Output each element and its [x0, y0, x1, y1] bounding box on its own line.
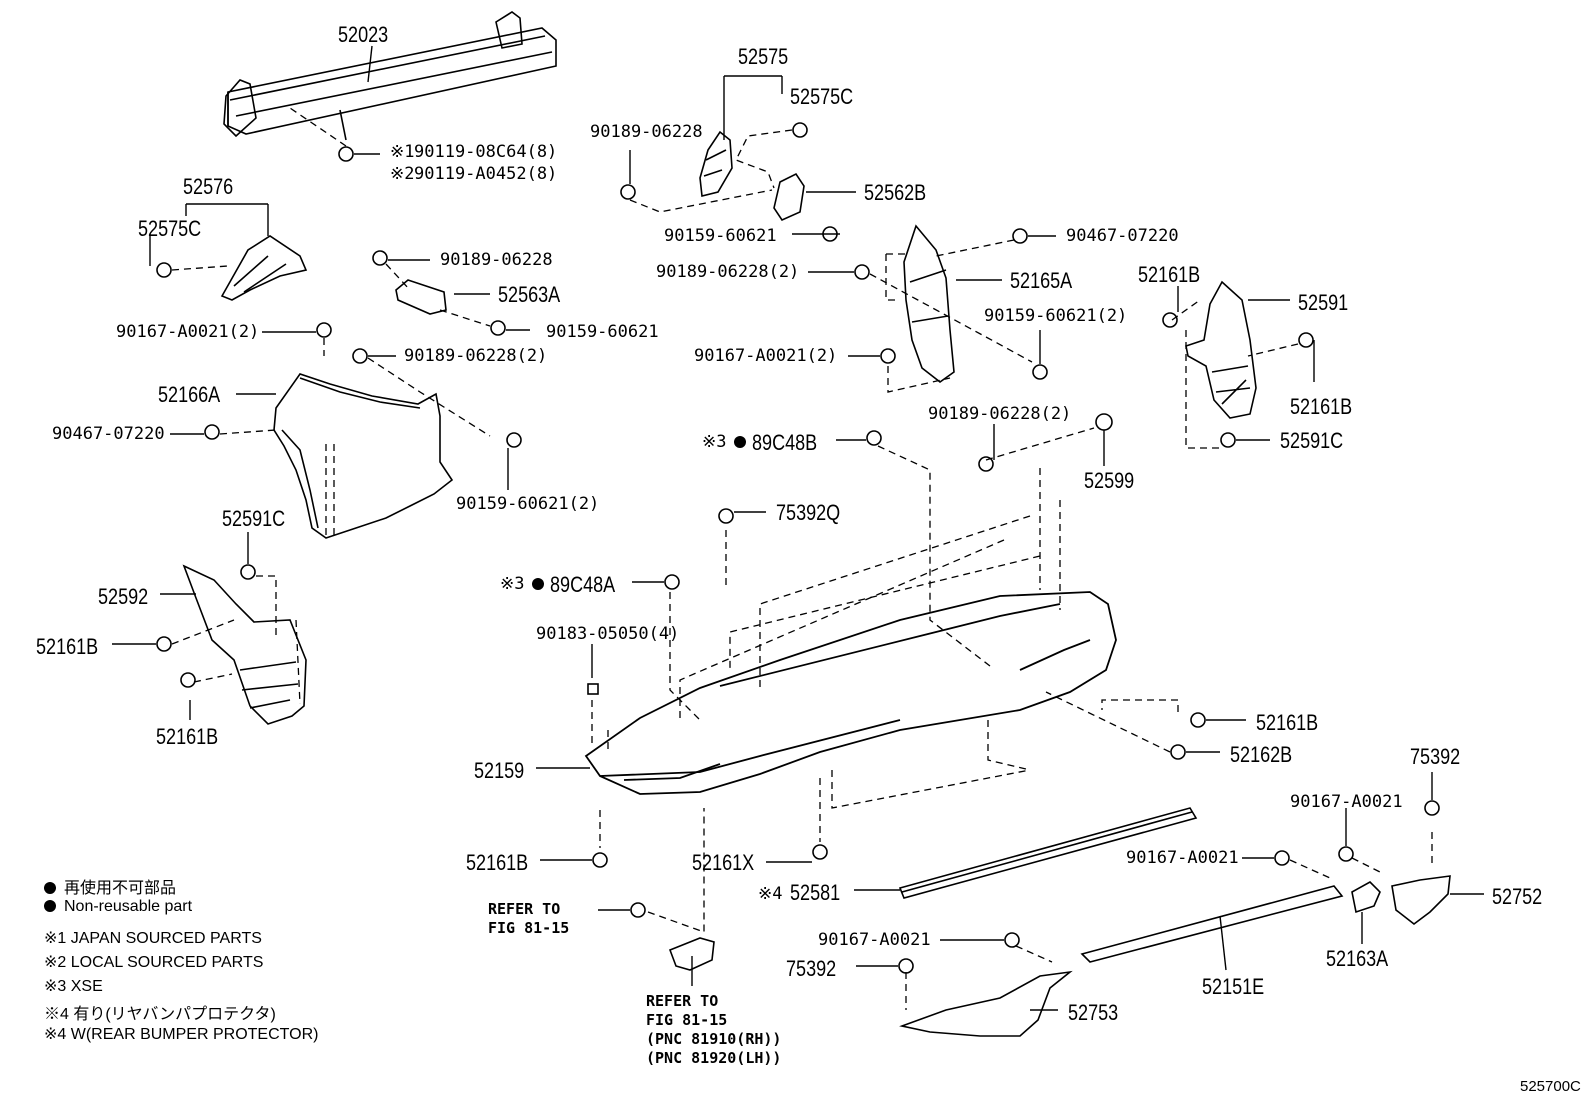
reinforcement-beam-drawing: [223, 11, 557, 141]
bumper-cover-52159-drawing: [584, 591, 1117, 795]
fastener-90189-06228-a: 90189-06228: [590, 122, 703, 142]
clip-52563A-drawing: [395, 279, 447, 315]
molding-52151E-drawing: [1080, 885, 1344, 963]
label-52591: 52591: [1298, 290, 1349, 315]
legend-note-5: ※4 W(REAR BUMPER PROTECTOR): [44, 1026, 319, 1043]
refer-line: (PNC 81920(LH)): [646, 1049, 782, 1067]
label-89C48B: 89C48B: [752, 430, 818, 455]
label-52576: 52576: [183, 174, 234, 199]
protector-52581-drawing: [898, 807, 1198, 899]
fastener-90167-A0021-a: 90167-A0021(2): [116, 322, 260, 342]
cover-52163A-drawing: [1351, 881, 1381, 914]
refer-line: (PNC 81910(RH)): [646, 1030, 782, 1048]
garnish-52752-drawing: [1391, 875, 1451, 926]
legend-note-4: ※4 有り(リヤバンパプロテクタ): [44, 1006, 276, 1023]
fastener-glyphs: [156, 122, 1440, 974]
mark-1: ※1: [390, 142, 415, 162]
fastener-90159-60621-a: 90159-60621: [664, 226, 777, 246]
fastener-90467-07220-a: 90467-07220: [52, 424, 165, 444]
legend-non-reusable-en: Non-reusable part: [44, 898, 192, 916]
label-52165A: 52165A: [1010, 268, 1073, 293]
fastener-90167-A0021-d: 90167-A0021: [1126, 848, 1239, 868]
fastener-90159-60621-d: 90159-60621(2): [984, 306, 1128, 326]
legend-non-reusable-jp: 再使用不可部品: [44, 874, 176, 898]
dashed-assembly-lines: [171, 107, 1433, 1010]
fastener-90167-A0021-c: 90167-A0021: [1290, 792, 1403, 812]
refer-line: FIG 81-15: [488, 919, 570, 937]
fastener-90167-A0021-e: 90167-A0021: [818, 930, 931, 950]
non-reusable-dot-89C48B: [734, 436, 746, 448]
label-52166A: 52166A: [158, 382, 221, 407]
legend-note-2: ※2 LOCAL SOURCED PARTS: [44, 954, 264, 971]
fastener-90467-07220-b: 90467-07220: [1066, 226, 1179, 246]
label-52161B-r2: 52161B: [1290, 394, 1353, 419]
garnish-52753-drawing: [899, 970, 1073, 1037]
fastener-90159-60621-b: 90159-60621: [546, 322, 659, 342]
bracket-52576-drawing: [220, 235, 308, 301]
label-52151E: 52151E: [1202, 974, 1265, 999]
bracket-52575-drawing: [699, 130, 805, 222]
retainer-52592-drawing: [182, 564, 307, 725]
label-75392-r: 75392: [1410, 744, 1461, 769]
refer-line: FIG 81-15: [646, 1011, 728, 1029]
reflector-drawing: [668, 937, 715, 971]
legend-text: 再使用不可部品: [64, 880, 177, 897]
label-52591C-r: 52591C: [1280, 428, 1344, 453]
label-75392Q: 75392Q: [776, 500, 841, 525]
leader-lines: [112, 45, 1484, 1011]
legend-text: Non-reusable part: [64, 898, 193, 915]
mark-3-a: ※3: [500, 574, 525, 594]
label-52161B-c: 52161B: [1256, 710, 1319, 735]
label-52752: 52752: [1492, 884, 1543, 909]
mark-4: ※4: [758, 884, 783, 904]
fastener-90189-06228-e: 90189-06228(2): [928, 404, 1072, 424]
label-52161B-l2: 52161B: [156, 724, 219, 749]
fastener-90159-60621-c: 90159-60621(2): [456, 494, 600, 514]
refer-to-fig-81-15-a: REFER TO FIG 81-15: [488, 900, 569, 938]
fastener-90189-06228-b: 90189-06228: [440, 250, 553, 270]
label-52753: 52753: [1068, 1000, 1119, 1025]
non-reusable-dot-89C48A: [532, 578, 544, 590]
refer-line: REFER TO: [646, 992, 719, 1010]
label-75392-b: 75392: [786, 956, 837, 981]
label-52163A: 52163A: [1326, 946, 1389, 971]
fastener-90119-A0452: 90119-A0452(8): [414, 164, 558, 184]
label-52575C-top: 52575C: [790, 84, 854, 109]
mark-2: ※2: [390, 164, 415, 184]
fastener-90189-06228-d: 90189-06228(2): [656, 262, 800, 282]
legend-dot: [44, 900, 56, 912]
label-52581: 52581: [790, 880, 841, 905]
refer-line: REFER TO: [488, 900, 561, 918]
label-52161B-l1: 52161B: [36, 634, 99, 659]
label-52023: 52023: [338, 22, 389, 47]
label-52575C-left: 52575C: [138, 216, 202, 241]
mark-3-b: ※3: [702, 432, 727, 452]
fastener-90167-A0021-b: 90167-A0021(2): [694, 346, 838, 366]
fastener-90189-06228-c: 90189-06228(2): [404, 346, 548, 366]
label-52592: 52592: [98, 584, 149, 609]
label-52162B: 52162B: [1230, 742, 1293, 767]
diagram-id: 525700C: [1520, 1078, 1581, 1095]
legend-dot: [44, 882, 56, 894]
label-89C48A: 89C48A: [550, 572, 616, 597]
side-retainer-52165A-drawing: [903, 224, 955, 383]
refer-to-fig-81-15-b: REFER TO FIG 81-15 (PNC 81910(RH)) (PNC …: [646, 992, 781, 1068]
label-52599: 52599: [1084, 468, 1135, 493]
legend-note-3: ※3 XSE: [44, 978, 103, 995]
fastener-90119-08C64: 90119-08C64(8): [414, 142, 558, 162]
fender-liner-52166A-drawing: [273, 373, 454, 539]
label-52563A: 52563A: [498, 282, 561, 307]
label-52575: 52575: [738, 44, 789, 69]
label-52161B-b: 52161B: [466, 850, 529, 875]
legend-note-1: ※1 JAPAN SOURCED PARTS: [44, 930, 262, 947]
label-52159: 52159: [474, 758, 525, 783]
retainer-52591-drawing: [1185, 280, 1257, 419]
label-52562B: 52562B: [864, 180, 927, 205]
label-52591C-l: 52591C: [222, 506, 286, 531]
label-52161X: 52161X: [692, 850, 755, 875]
label-52161B-r1: 52161B: [1138, 262, 1201, 287]
fastener-90183-05050: 90183-05050(4): [536, 624, 680, 644]
